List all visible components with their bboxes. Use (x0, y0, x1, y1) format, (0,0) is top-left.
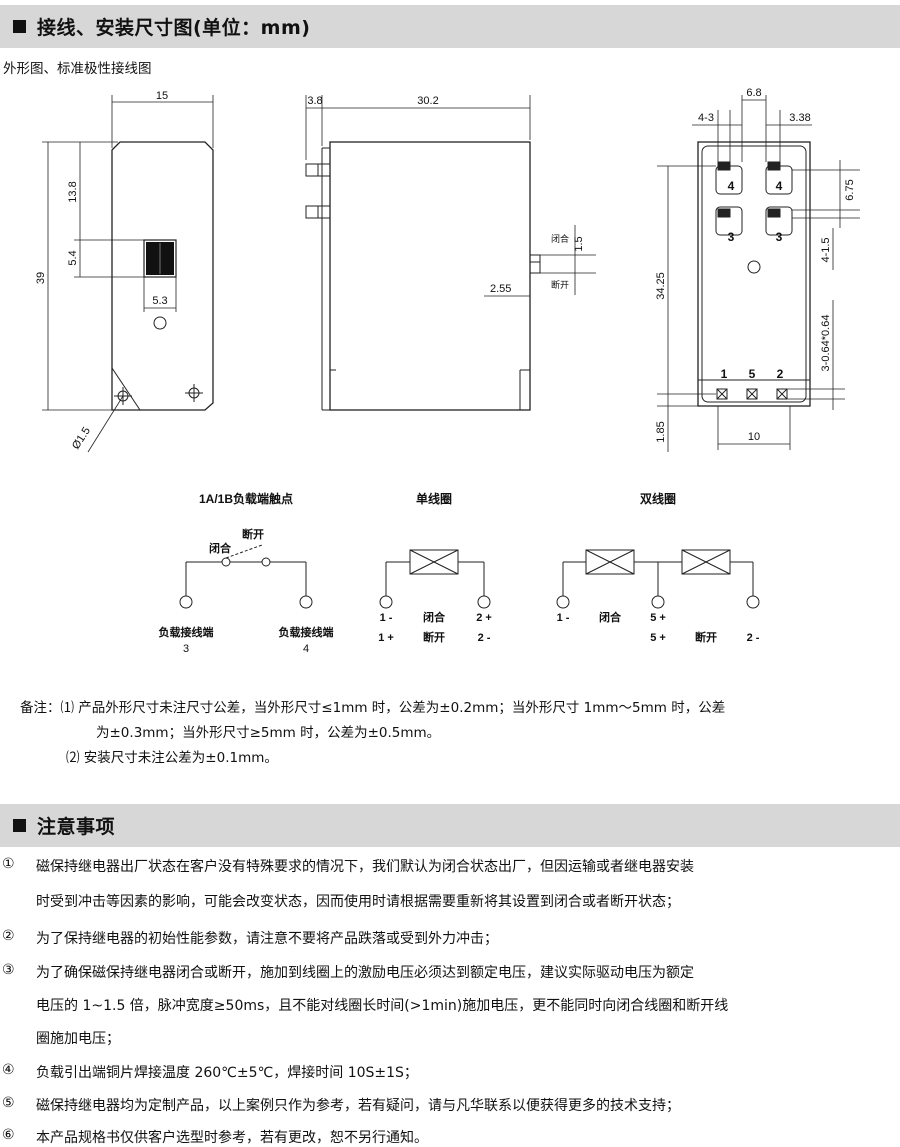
single-coil-title: 单线圈 (416, 491, 452, 506)
load-right-num: 4 (303, 643, 309, 655)
dim-dia-1-5: Ø1.5 (70, 425, 93, 452)
label-closed: 闭合 (551, 233, 569, 244)
note-2-number: ⑵ (66, 750, 80, 766)
double-r1-left: 1 - (557, 612, 570, 624)
single-r1-right: 2 + (476, 612, 492, 624)
load-right-label: 负载接线端 (279, 625, 334, 639)
dim-6-8: 6.8 (746, 87, 761, 99)
list-item: ③ 为了确保磁保持继电器闭合或断开，施加到线圈上的激励电压必须达到额定电压，建议… (0, 962, 694, 981)
double-r1-mid: 闭合 (599, 610, 622, 624)
double-coil-diagram: 双线圈 1 - 闭合 5 + 5 + 断开 2 - (556, 491, 760, 644)
note-1-text-1: 产品外形尺寸未注尺寸公差，当外形尺寸≤1mm 时，公差为±0.2mm；当外形尺寸… (78, 700, 726, 716)
side-view: 3.8 30.2 闭合 断开 1.5 2.55 (305, 95, 596, 411)
item-text: 圈施加电压； (36, 1031, 120, 1047)
contact-diagram: 1A/1B负载端触点 闭合 断开 负载接线端 3 负载接线端 4 (159, 491, 334, 655)
dim-5-3: 5.3 (152, 295, 167, 307)
pin-label-4a: 4 (728, 179, 735, 193)
notes-block: 备注：⑴ 产品外形尺寸未注尺寸公差，当外形尺寸≤1mm 时，公差为±0.2mm；… (20, 696, 900, 771)
dim-3-38: 3.38 (789, 112, 810, 124)
note-2-text: 安装尺寸未注公差为±0.1mm。 (83, 750, 278, 766)
dim-39: 39 (35, 272, 47, 284)
dim-3-8: 3.8 (307, 95, 322, 107)
dim-10: 10 (748, 431, 760, 443)
dim-3-064: 3-0.64*0.64 (820, 315, 832, 372)
dim-6-75: 6.75 (844, 179, 856, 200)
item-number: ② (2, 928, 15, 944)
load-left-label: 负载接线端 (159, 625, 214, 639)
item-text: 磁保持继电器出厂状态在客户没有特殊要求的情况下，我们默认为闭合状态出厂，但因运输… (36, 859, 694, 875)
list-item: ⑥ 本产品规格书仅供客户选型时参考，若有更改，恕不另行通知。 (0, 1127, 428, 1146)
list-item: ④ 负载引出端铜片焊接温度 260℃±5℃，焊接时间 10S±1S； (0, 1062, 418, 1081)
single-r2-left: 1 + (378, 632, 394, 644)
dim-5-4: 5.4 (67, 250, 79, 265)
single-r2-right: 2 - (478, 632, 491, 644)
note-2-line: ⑵ 安装尺寸未注公差为±0.1mm。 (20, 746, 900, 771)
note-1-line-1: 备注：⑴ 产品外形尺寸未注尺寸公差，当外形尺寸≤1mm 时，公差为±0.2mm；… (20, 696, 900, 721)
item-number: ⑥ (2, 1127, 15, 1143)
list-item: ① 磁保持继电器出厂状态在客户没有特殊要求的情况下，我们默认为闭合状态出厂，但因… (0, 856, 694, 875)
item-number: ⑤ (2, 1095, 15, 1111)
square-bullet-icon (13, 819, 26, 832)
item-text: 为了保持继电器的初始性能参数，请注意不要将产品跌落或受到外力冲击； (36, 931, 498, 947)
section-title: 接线、安装尺寸图(单位：mm) (37, 17, 311, 39)
notes-label: 备注： (20, 700, 61, 716)
pin-label-3a: 3 (728, 230, 735, 244)
dim-15: 15 (156, 90, 168, 102)
list-item: ⑤ 磁保持继电器均为定制产品，以上案例只作为参考，若有疑问，请与凡华联系以便获得… (0, 1095, 680, 1114)
pin-label-1: 1 (721, 367, 728, 381)
single-r2-mid: 断开 (423, 630, 445, 644)
item-text: 为了确保磁保持继电器闭合或断开，施加到线圈上的激励电压必须达到额定电压，建议实际… (36, 965, 694, 981)
double-r2-mid: 断开 (695, 630, 717, 644)
item-text: 磁保持继电器均为定制产品，以上案例只作为参考，若有疑问，请与凡华联系以便获得更多… (36, 1098, 680, 1114)
item-number: ① (2, 856, 15, 872)
dim-2-55: 2.55 (490, 283, 511, 295)
section-header-attention: 注意事项 (0, 804, 900, 847)
double-r2-right: 2 - (747, 632, 760, 644)
dim-30-2: 30.2 (417, 95, 438, 107)
pin-label-4b: 4 (776, 179, 783, 193)
bottom-view: 4 4 3 3 1 5 2 6.8 4-3 3.38 6.75 4-1.5 (655, 87, 860, 452)
dim-13-8: 13.8 (67, 181, 79, 202)
item-text: 时受到冲击等因素的影响，可能会改变状态，因而使用时请根据需要重新将其设置到闭合或… (36, 894, 680, 910)
double-r1-right: 5 + (650, 612, 666, 624)
dim-4-1-5: 4-1.5 (820, 237, 832, 262)
pin-label-5: 5 (749, 367, 756, 381)
dim-1-5: 1.5 (573, 236, 585, 251)
single-r1-mid: 闭合 (423, 610, 446, 624)
square-bullet-icon (13, 20, 26, 33)
double-r2-left: 5 + (650, 632, 666, 644)
item-number: ④ (2, 1062, 15, 1078)
section-header-dimensions: 接线、安装尺寸图(单位：mm) (0, 5, 900, 48)
contact-title: 1A/1B负载端触点 (199, 491, 293, 506)
dimension-drawing: 15 39 13.8 5.4 5.3 Ø1.5 (35, 87, 860, 655)
contact-open-label: 断开 (242, 527, 264, 541)
drawing-subtitle: 外形图、标准极性接线图 (3, 61, 152, 77)
single-coil-diagram: 单线圈 1 - 闭合 2 + 1 + 断开 2 - (378, 491, 492, 644)
front-view: 15 39 13.8 5.4 5.3 Ø1.5 (35, 90, 214, 453)
list-item: ② 为了保持继电器的初始性能参数，请注意不要将产品跌落或受到外力冲击； (0, 928, 498, 947)
item-text: 电压的 1~1.5 倍，脉冲宽度≥50ms，且不能对线圈长时间(>1min)施加… (36, 998, 729, 1014)
note-1-number: ⑴ (60, 700, 75, 716)
dim-4-3: 4-3 (698, 112, 714, 124)
load-left-num: 3 (183, 643, 189, 655)
section-title: 注意事项 (37, 816, 116, 838)
double-coil-title: 双线圈 (640, 491, 676, 506)
pin-label-2: 2 (777, 367, 784, 381)
item-number: ③ (2, 962, 15, 978)
pin-label-3b: 3 (776, 230, 783, 244)
label-open: 断开 (551, 279, 569, 290)
note-1-text-2: 为±0.3mm；当外形尺寸≥5mm 时，公差为±0.5mm。 (96, 725, 441, 741)
single-r1-left: 1 - (380, 612, 393, 624)
dim-34-25: 34.25 (655, 272, 667, 300)
dim-1-85: 1.85 (655, 421, 667, 442)
item-text: 本产品规格书仅供客户选型时参考，若有更改，恕不另行通知。 (36, 1130, 428, 1146)
item-text: 负载引出端铜片焊接温度 260℃±5℃，焊接时间 10S±1S； (36, 1065, 418, 1081)
contact-closed-label: 闭合 (209, 541, 232, 555)
